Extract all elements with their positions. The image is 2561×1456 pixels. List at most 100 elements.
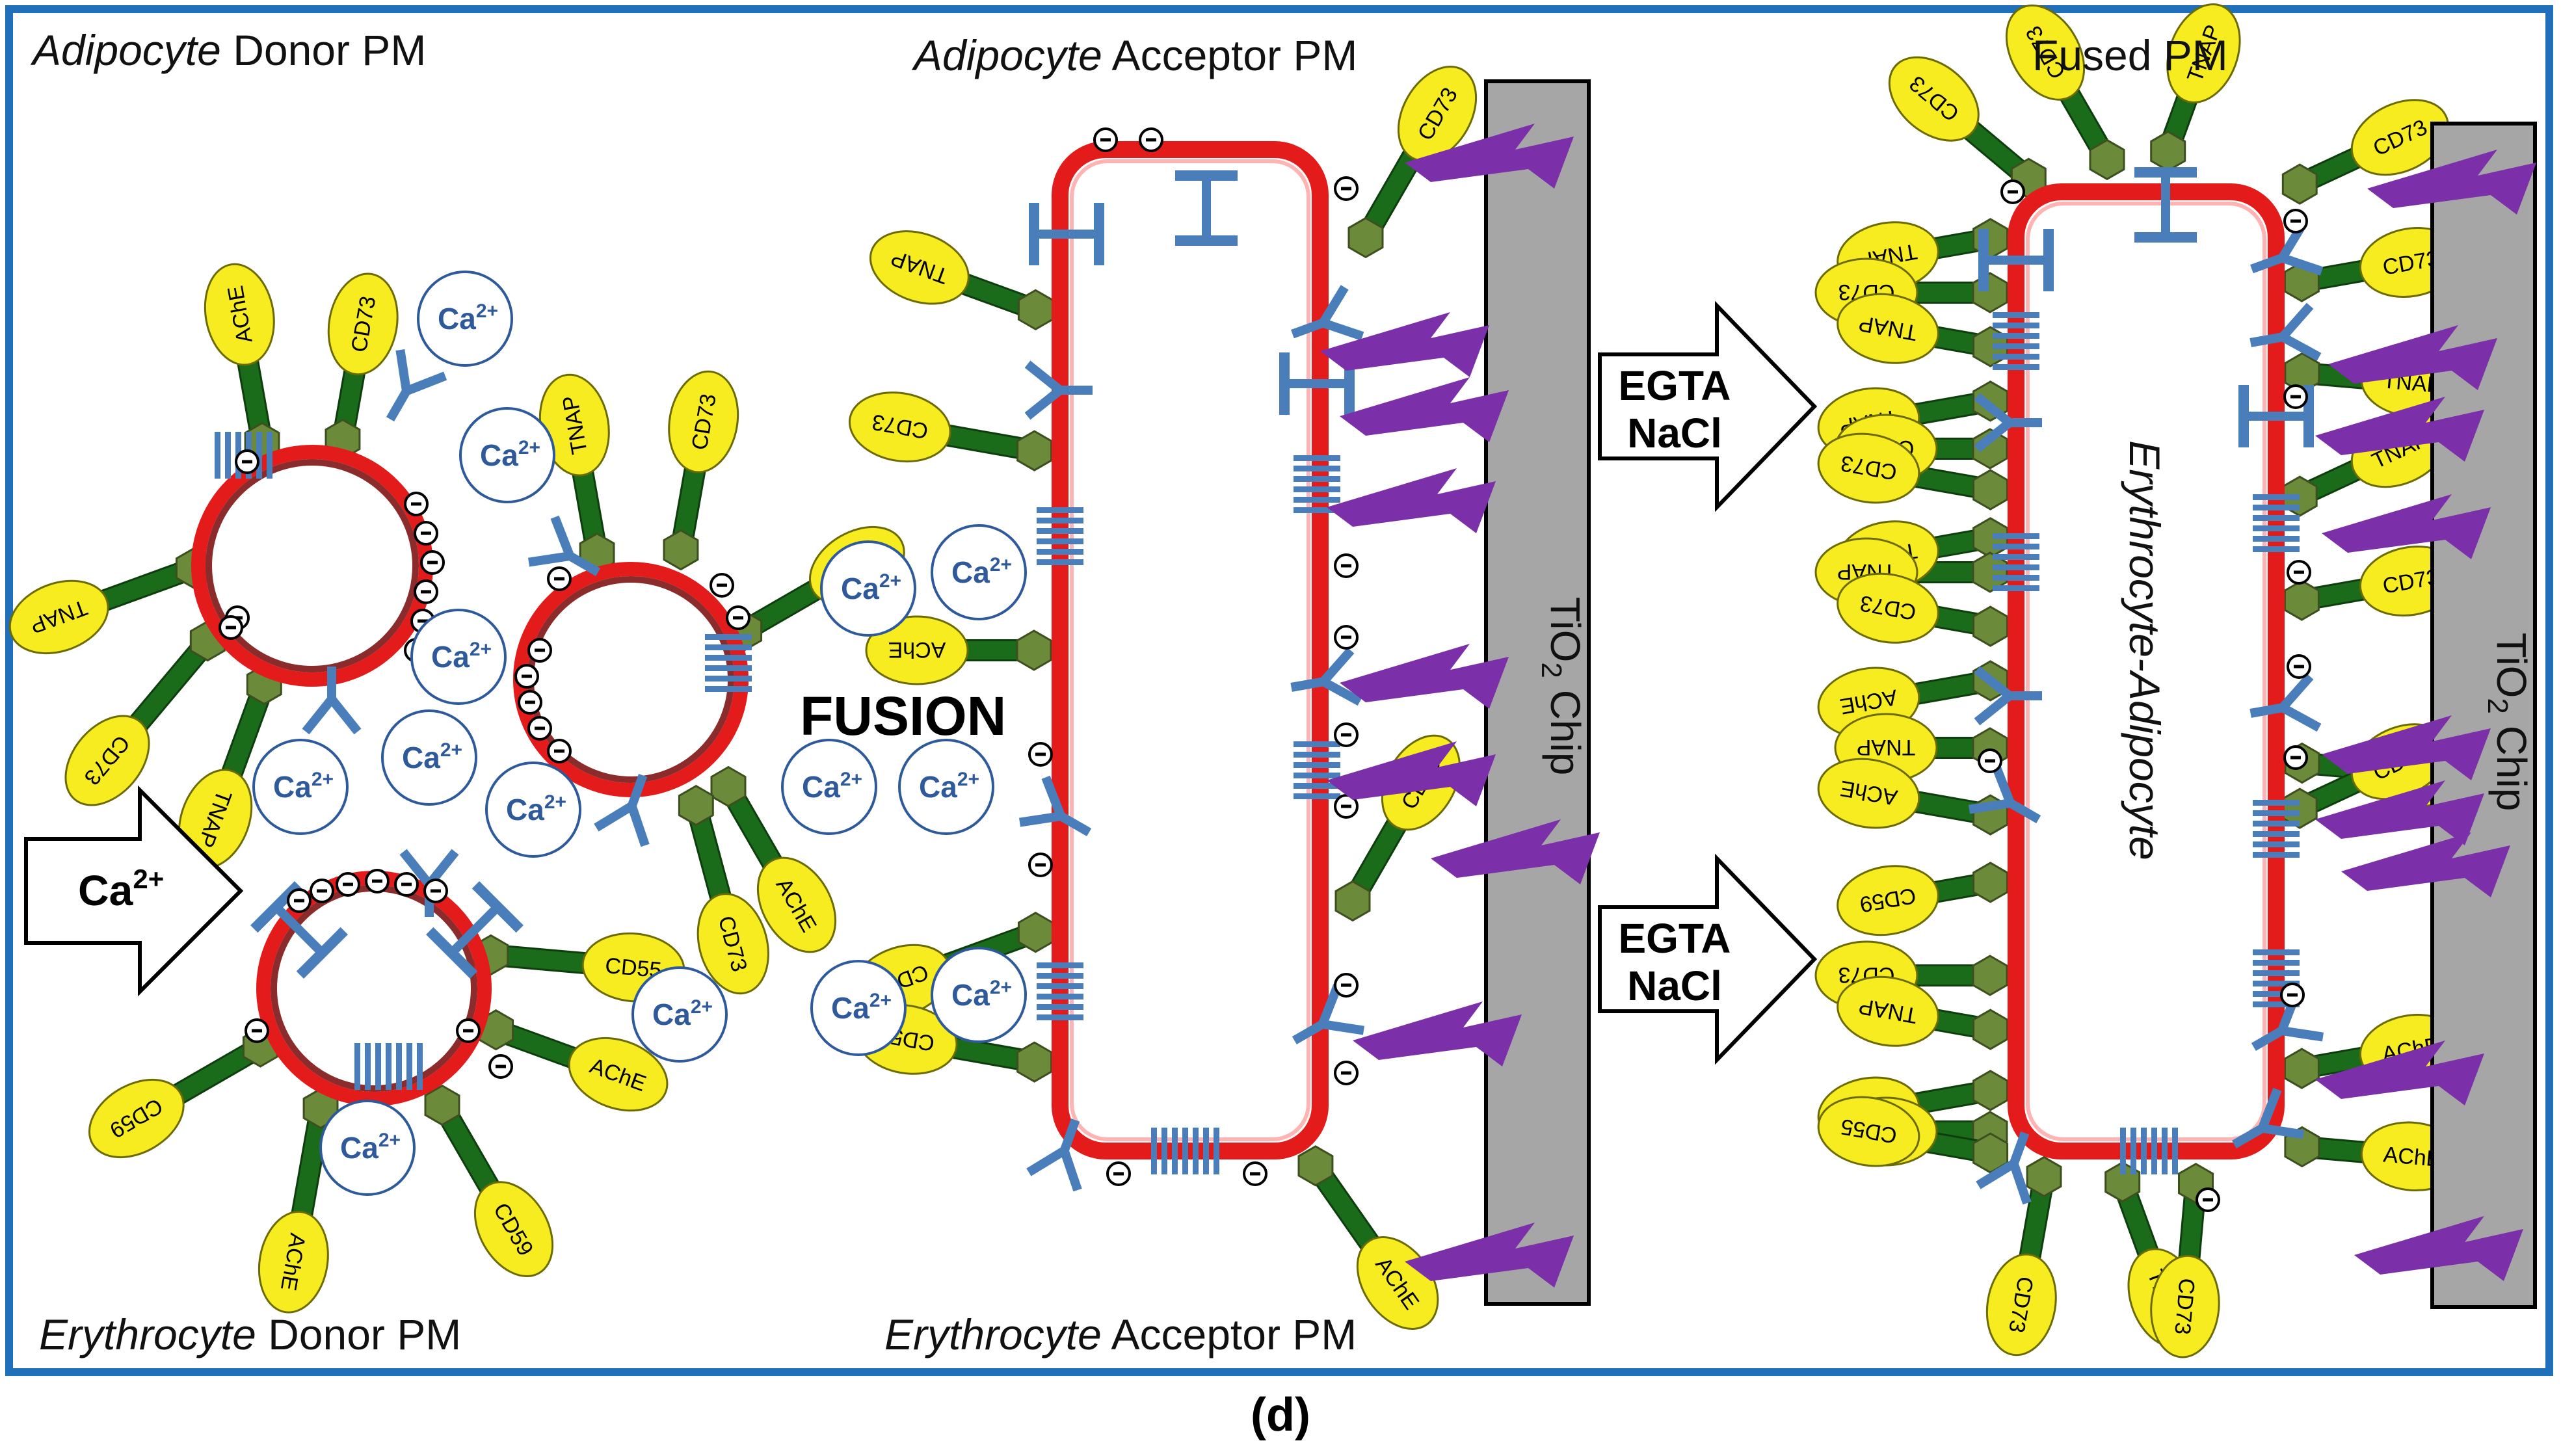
receptor-y [527, 515, 601, 577]
receptor-y [2249, 673, 2322, 732]
receptor-cap [1978, 229, 1989, 291]
channel-segment [1993, 533, 2039, 539]
channel-segment [1193, 1128, 1199, 1174]
protein-ellipse [1888, 56, 1980, 142]
protein-ellipse [848, 391, 951, 463]
transmembrane-channel [705, 634, 752, 692]
gpi-anchor [2150, 130, 2186, 172]
purple-bolt [1327, 741, 1496, 806]
fused-cell-label: Erythrocyte-Adipocyte [2121, 440, 2169, 860]
channel-segment [2253, 991, 2300, 997]
transmembrane-channel [1294, 741, 1340, 799]
protein-ache: AChE [258, 1210, 329, 1314]
calcium-ion: Ca2+ [931, 524, 1027, 620]
receptor-arm [1974, 666, 2013, 700]
protein-cd73: CD73 [1888, 56, 1980, 142]
receptor-cap [1029, 203, 1039, 265]
protein-cd73: CD73 [668, 370, 739, 473]
channel-segment [1294, 497, 1340, 503]
receptor-arm [1026, 1146, 1067, 1176]
receptor-t-bar [426, 881, 524, 979]
receptor-t-bar [1175, 170, 1238, 246]
receptor-y [1968, 762, 2041, 824]
title-erythrocyte-acceptor: Erythrocyte Acceptor PM [884, 1310, 1357, 1358]
receptor-stem [448, 903, 501, 957]
receptor-stem [2249, 703, 2284, 718]
receptor-arm [2279, 302, 2314, 340]
channel-segment [2130, 1128, 2136, 1174]
channel-segment [1172, 1128, 1178, 1174]
transmembrane-channel [2253, 949, 2300, 1007]
gpi-anchor [2283, 579, 2320, 621]
receptor-y [1974, 666, 2042, 726]
receptor-stem [2231, 1124, 2265, 1149]
transmembrane-channel [1037, 507, 1083, 565]
protein-stalk [291, 1106, 330, 1226]
egta-arrow-top: EGTA NaCl [1598, 300, 1818, 512]
protein-cd59: CD59 [473, 1181, 554, 1278]
calcium-ion: Ca2+ [781, 739, 877, 835]
channel-segment [2253, 852, 2300, 858]
channel-segment [2253, 960, 2300, 966]
channel-segment [2253, 810, 2300, 816]
channel-segment [1037, 518, 1083, 523]
receptor-arm [1018, 812, 1062, 827]
channel-segment [1294, 476, 1340, 482]
protein-tnap: TNAP [2166, 3, 2241, 103]
calcium-ion-label: Ca2+ [652, 996, 713, 1031]
protein-ellipse [1397, 65, 1478, 162]
channel-segment [1151, 1128, 1157, 1174]
channel-segment [2253, 800, 2300, 806]
purple-bolt [1353, 1001, 1522, 1066]
title-adipocyte-acceptor: Adipocyte Acceptor PM [911, 31, 1357, 79]
channel-segment [1037, 559, 1083, 565]
receptor-arm [527, 551, 571, 567]
channel-segment [1993, 333, 2039, 339]
receptor-arm [2281, 253, 2324, 276]
protein-ellipse [1837, 293, 1939, 364]
title-fused: Fused PM [2032, 31, 2228, 79]
protein-cd59: CD59 [88, 1078, 185, 1159]
receptor-stem [2249, 332, 2284, 347]
receptor-cap [471, 881, 524, 933]
protein-ellipse [568, 1037, 669, 1112]
calcium-ion: Ca2+ [631, 966, 728, 1063]
receptor-arm [2258, 1087, 2282, 1130]
channel-segment [705, 644, 752, 650]
protein-ellipse [756, 856, 837, 953]
calcium-ion-circle [810, 960, 907, 1056]
protein-tnap: TNAP [8, 579, 109, 655]
egta-label-top-1: EGTA [1618, 362, 1731, 409]
protein-ellipse [258, 1210, 329, 1314]
channel-segment [1993, 544, 2039, 549]
receptor-y [1292, 983, 1365, 1045]
calcium-ion: Ca2+ [252, 739, 349, 835]
protein-tnap: TNAP [178, 769, 253, 869]
gpi-anchor [1972, 862, 2009, 903]
purple-bolt [1327, 468, 1496, 533]
protein-tnap: TNAP [1837, 293, 1939, 364]
receptor-stem [1060, 1118, 1080, 1152]
egta-arrow-bottom: EGTA NaCl [1598, 853, 1818, 1065]
purple-bolt [2367, 150, 2536, 215]
receptor-y [2249, 302, 2322, 362]
channel-segment [396, 1043, 402, 1090]
channel-segment [2120, 1128, 2126, 1174]
receptor-arm [2281, 1026, 2324, 1042]
channel-segment [1993, 312, 2039, 318]
receptor-y [1026, 1118, 1082, 1192]
gpi-anchor [1017, 911, 1054, 953]
transmembrane-channel [2120, 1128, 2178, 1174]
receptor-arm [2280, 704, 2322, 732]
receptor-cap [2134, 232, 2197, 243]
protein-ellipse [473, 1181, 554, 1278]
channel-segment [1294, 507, 1340, 513]
protein-ache: AChE [204, 263, 275, 366]
channel-segment [1037, 538, 1083, 544]
protein-ellipse [64, 715, 150, 806]
title-adipocyte-donor: Adipocyte Donor PM [30, 26, 426, 74]
receptor-stem [2251, 1026, 2285, 1052]
calcium-ion: Ca2+ [898, 739, 994, 835]
channel-segment [1203, 1128, 1209, 1174]
ca-arrow-label: Ca2+ [78, 864, 164, 914]
